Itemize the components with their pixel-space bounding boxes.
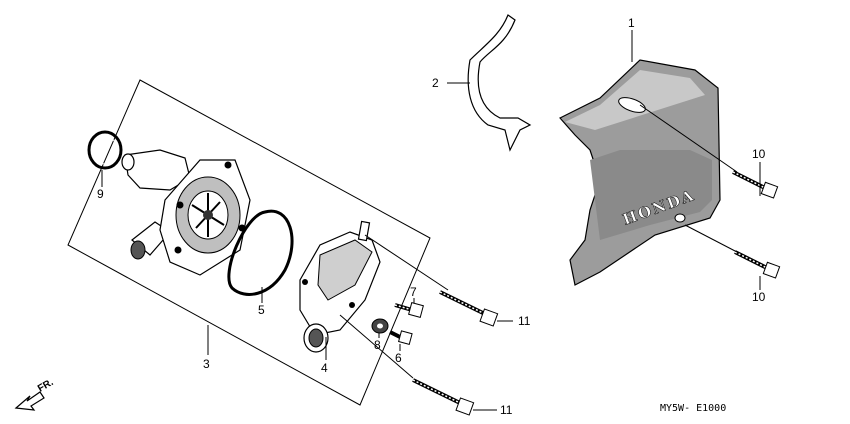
bracket-part-2	[467, 14, 532, 152]
callout-3: 3	[203, 357, 210, 371]
bolt-part-6	[389, 330, 413, 345]
callout-10-lower: 10	[752, 290, 766, 304]
gasket-part-5	[227, 209, 294, 296]
o-ring-part-9	[87, 130, 123, 170]
bolt-part-7	[394, 302, 424, 318]
callout-9: 9	[97, 187, 104, 201]
bolt-part-11-lower	[412, 378, 475, 416]
callout-11-lower: 11	[500, 403, 513, 417]
callout-2: 2	[432, 76, 439, 90]
leader-lines	[101, 30, 761, 411]
bolt-part-10-lower	[734, 250, 781, 279]
thermostat-housing-part-4	[299, 220, 381, 353]
bolt-part-11-upper	[439, 290, 499, 327]
diagram-code: MY5W- E1000	[660, 403, 726, 414]
front-direction-arrow-icon	[14, 391, 45, 411]
washer-part-8	[371, 318, 389, 334]
callout-7: 7	[410, 285, 417, 299]
callout-1: 1	[628, 16, 635, 30]
callout-11-upper: 11	[518, 314, 531, 328]
callout-4: 4	[321, 361, 328, 375]
callout-10-upper: 10	[752, 147, 766, 161]
callout-6: 6	[395, 351, 402, 365]
water-pump-assembly-outline	[67, 79, 431, 406]
cover-part-1: HONDA	[559, 59, 721, 286]
callout-5: 5	[258, 303, 265, 317]
bolt-part-10-upper	[732, 170, 779, 199]
callout-8: 8	[374, 338, 381, 352]
water-pump-body	[121, 149, 251, 276]
front-label: FR.	[36, 377, 56, 395]
